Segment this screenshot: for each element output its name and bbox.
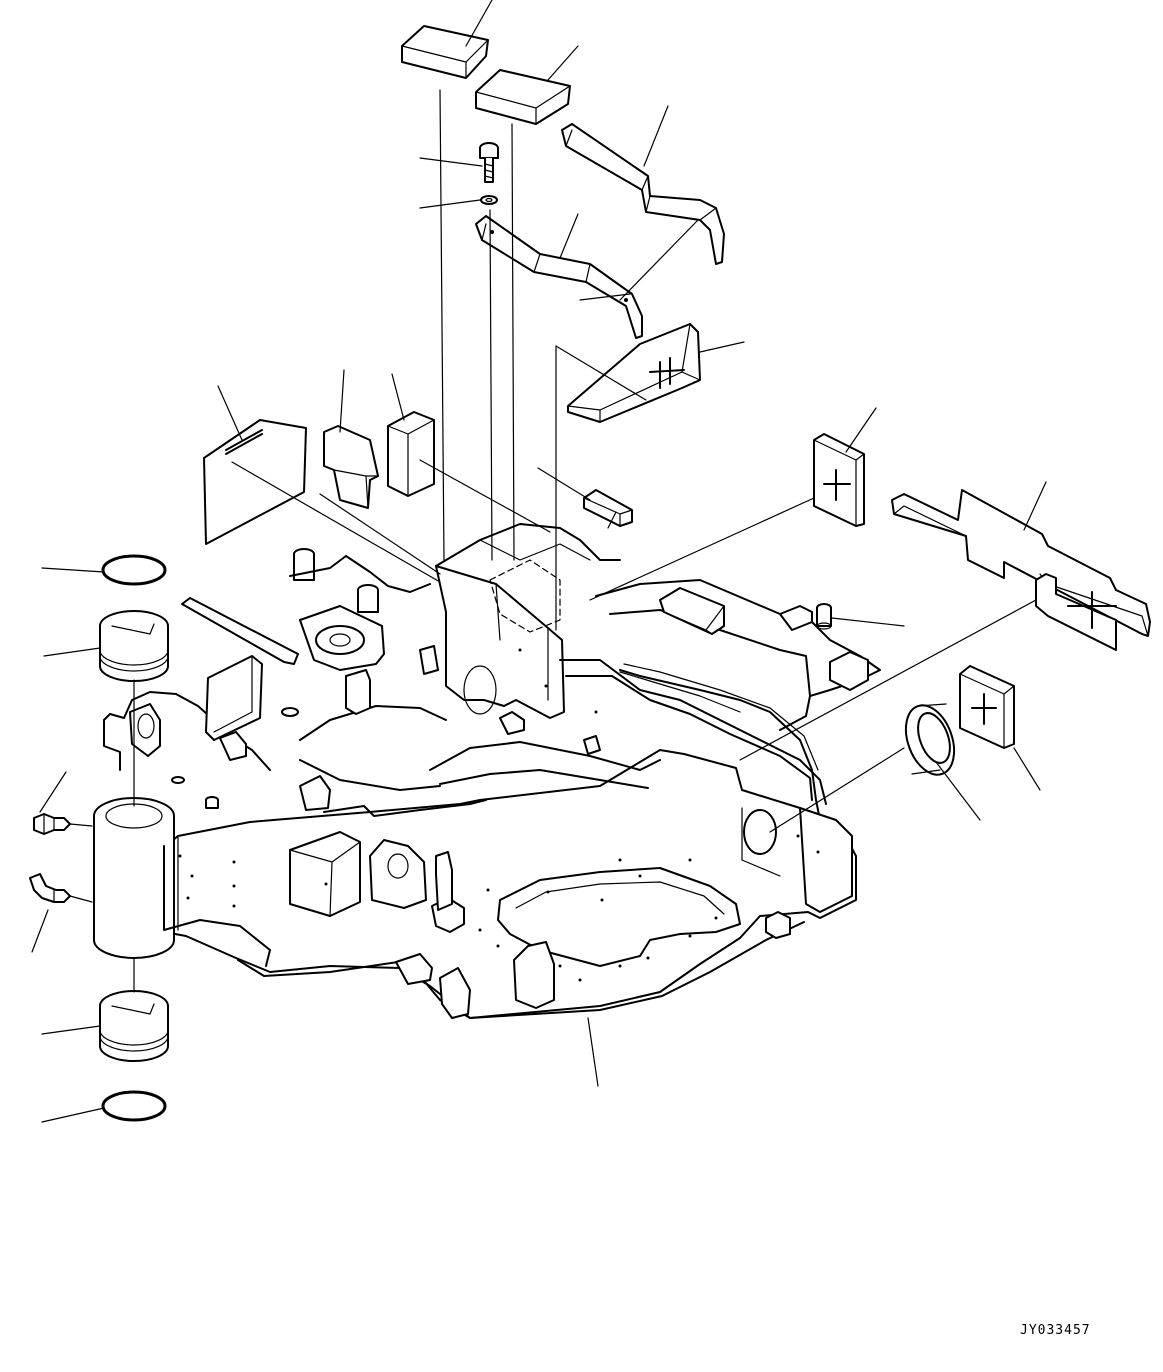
leader-lines [31,0,1047,1123]
ring-lower [101,1090,167,1122]
bolt [479,142,499,183]
seal-ring-right [904,703,956,776]
top-pad-1 [401,25,489,79]
square-pad-right [813,433,865,527]
grease-fitting-upper [33,813,71,835]
bushing-lower [99,990,169,1062]
side-panel-left [203,419,307,545]
washer [480,195,498,205]
end-plate-right [1035,573,1117,651]
wedge-block [567,323,701,423]
bracket-middle [475,215,643,339]
figure-id-code: JY033457 [1020,1323,1091,1338]
top-pad-2 [475,69,571,125]
cover-plate-right [891,489,1151,637]
small-pad [583,489,633,527]
square-pad-lower-right [959,665,1015,749]
main-frame [93,523,881,1019]
block-pad [387,411,435,497]
pin [816,603,832,630]
cover-plate-upper [561,123,725,265]
bushing-upper [99,610,169,682]
ring-upper [101,554,167,586]
grease-fitting-lower [29,873,71,903]
stop-bracket [323,425,379,509]
